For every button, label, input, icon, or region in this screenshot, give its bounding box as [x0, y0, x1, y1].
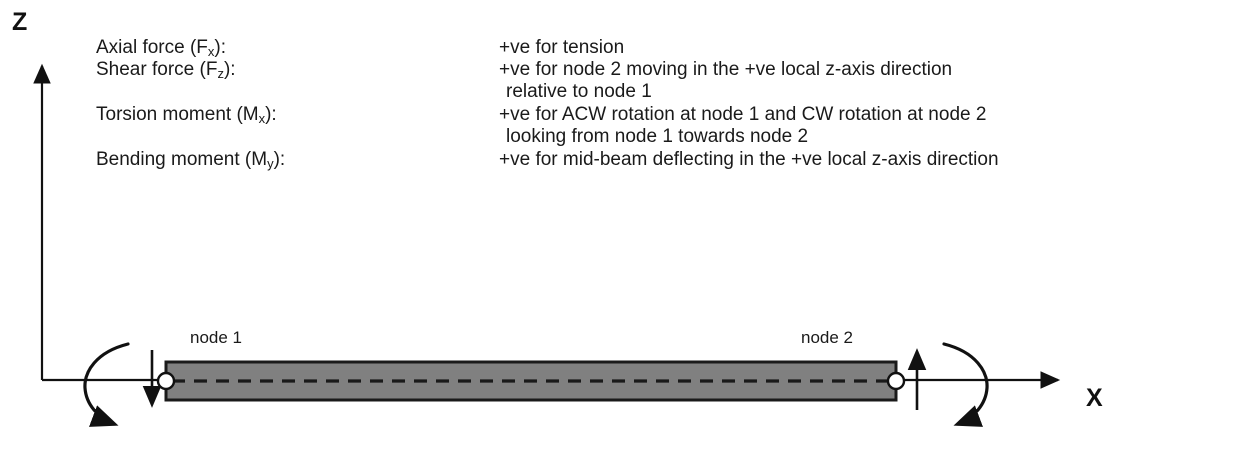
legend-label-shear-force: Shear force (Fz): [96, 59, 236, 81]
legend-desc-shear-force: +ve for node 2 moving in the +ve local z… [499, 59, 953, 80]
legend-label-text: Shear force (F [96, 59, 218, 80]
legend-label-subscript: x [207, 44, 215, 59]
legend-label-bending-moment: Bending moment (My): [96, 149, 286, 171]
x-axis-label: X [1086, 384, 1103, 412]
node-1-moment-arc [83, 342, 130, 427]
legend-label-subscript: x [258, 111, 266, 126]
legend-label-text: Axial force (F [96, 37, 208, 58]
legend-desc-shear-force-cont: relative to node 1 [506, 81, 652, 102]
legend-label-axial-force: Axial force (Fx): [96, 37, 227, 59]
legend-desc-torsion-moment-cont: looking from node 1 towards node 2 [506, 126, 809, 147]
legend-label-subscript: z [217, 66, 224, 81]
legend-desc-torsion-moment: +ve for ACW rotation at node 1 and CW ro… [499, 104, 987, 125]
legend-label-suffix: ): [265, 104, 277, 125]
node-1-marker [156, 371, 176, 391]
beam-element [164, 360, 898, 402]
node-2-label: node 2 [801, 328, 853, 347]
legend-label-suffix: ): [223, 59, 236, 80]
legend-label-suffix: ): [273, 149, 286, 170]
node-2-marker [886, 371, 906, 391]
z-axis-label: Z [12, 8, 28, 36]
legend-label-suffix: ): [214, 37, 227, 58]
legend-label-subscript: y [267, 156, 274, 171]
legend-desc-axial-force: +ve for tension [499, 37, 625, 58]
node-1-label: node 1 [190, 328, 242, 347]
legend-desc-bending-moment: +ve for mid-beam deflecting in the +ve l… [499, 149, 999, 170]
node-2-moment-arc [942, 342, 989, 427]
legend-label-text: Torsion moment (M [96, 104, 259, 125]
legend-label-text: Bending moment (M [96, 149, 268, 170]
legend-label-torsion-moment: Torsion moment (Mx): [96, 104, 277, 126]
